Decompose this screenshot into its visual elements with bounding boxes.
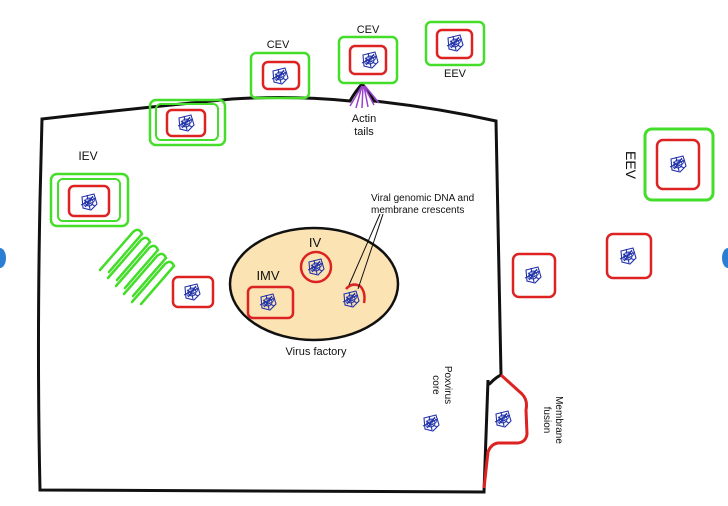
- extracellular-virion: [605, 232, 653, 280]
- eev-top-outer: [424, 20, 486, 67]
- membrane-fusion-outline: [482, 373, 529, 489]
- label-iev: IEV: [78, 149, 97, 163]
- label-poxvirus-line1: Poxvirus: [442, 366, 453, 404]
- eev-right-core-icon: [669, 155, 687, 173]
- label-imv: IMV: [256, 268, 279, 283]
- egress-virion: [511, 252, 557, 299]
- label-cev-left: CEV: [267, 39, 290, 51]
- imv-cytoplasm-virion: [171, 275, 215, 309]
- iev-membrane-inner: [165, 108, 207, 138]
- cev-top-core-icon: [361, 51, 379, 69]
- eev-right-outer: [643, 127, 715, 202]
- label-virus-factory: Virus factory: [286, 346, 347, 358]
- iv-virion: [299, 250, 333, 284]
- label-actin-line2: tails: [354, 126, 374, 138]
- iev-membrane-middle: [155, 103, 219, 141]
- label-membrane-line2: fusion: [541, 407, 552, 434]
- golgi-stack-icon: [98, 228, 176, 306]
- virus-factory: [228, 226, 400, 342]
- imv-cytoplasm-core-icon: [183, 283, 201, 301]
- cev-top-outer: [337, 35, 399, 85]
- iev-membrane-core-icon: [177, 114, 195, 132]
- eev-right-inner: [655, 138, 701, 191]
- label-actin-line1: Actin: [352, 113, 376, 125]
- iev-left-middle: [57, 178, 121, 222]
- poxvirus-core-icon: [422, 414, 440, 432]
- eev-top-inner: [435, 28, 474, 60]
- iev-membrane-outer: [148, 98, 227, 147]
- callout-line-2: [357, 213, 384, 290]
- cev-left-outer: [249, 51, 311, 100]
- eev-top-core-icon: [446, 34, 464, 52]
- iev-left-core-icon: [80, 193, 98, 211]
- label-poxvirus-line2: core: [430, 375, 441, 395]
- label-membrane-line1: Membrane: [553, 396, 564, 444]
- right-edge-marker: [722, 248, 728, 268]
- egress-core-icon: [524, 266, 542, 284]
- imv-factory-virion: [246, 285, 295, 320]
- cev-left-core-icon: [271, 67, 289, 85]
- membrane-crescent: [345, 283, 366, 304]
- label-cev-top: CEV: [357, 24, 380, 36]
- fusing-core-icon: [494, 410, 512, 428]
- iev-left-inner: [67, 184, 111, 218]
- callout-line-1: [348, 213, 381, 286]
- label-eev-right: EEV: [623, 151, 639, 180]
- label-viral-dna-line2: membrane crescents: [371, 205, 464, 216]
- extracellular-core-icon: [619, 247, 637, 265]
- iev-left-outer: [49, 172, 130, 228]
- cev-top-inner: [348, 44, 388, 76]
- cev-left-inner: [261, 60, 301, 91]
- label-viral-dna-line1: Viral genomic DNA and: [371, 193, 474, 204]
- cell-membrane: [37, 81, 503, 494]
- left-edge-marker: [0, 248, 6, 268]
- actin-tails-icon: [349, 85, 380, 109]
- label-eev-top: EEV: [444, 68, 467, 80]
- label-iv: IV: [309, 235, 322, 250]
